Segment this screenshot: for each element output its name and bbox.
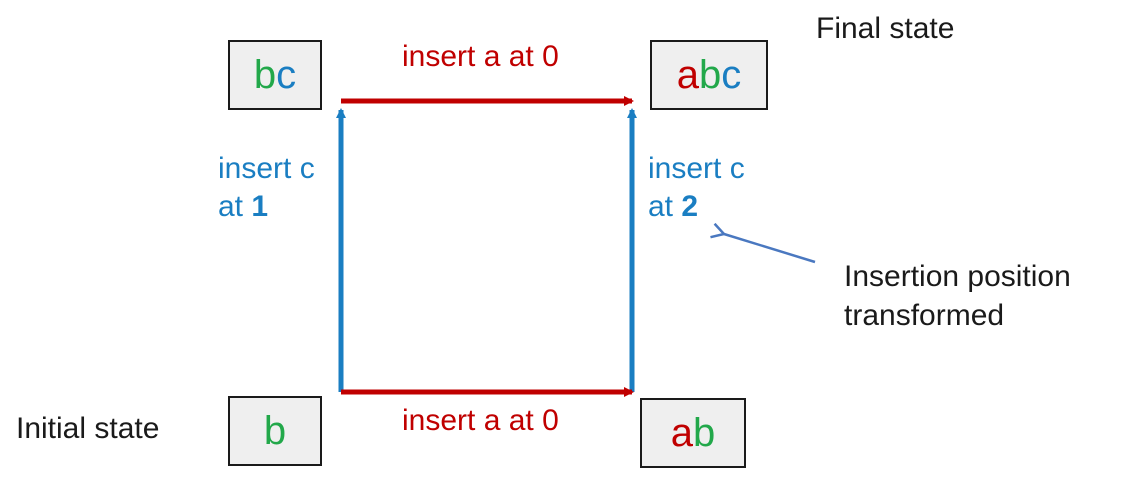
- annotation-line1: Insertion position: [844, 260, 1071, 293]
- left-operation-position: 1: [251, 189, 269, 223]
- right-operation-label: insert c at 2: [648, 150, 745, 225]
- right-operation-line1: insert c: [648, 152, 745, 185]
- char-b: b: [253, 53, 277, 97]
- right-operation-position: 2: [681, 189, 699, 223]
- state-box-bottom-left: b: [228, 396, 322, 466]
- char-c: c: [276, 53, 297, 97]
- char-b: b: [693, 411, 716, 455]
- bottom-operation-label: insert a at 0: [402, 404, 559, 437]
- top-operation-label: insert a at 0: [402, 40, 559, 73]
- final-state-label: Final state: [816, 12, 955, 45]
- char-a: a: [676, 53, 699, 97]
- right-operation-line2: at 2: [648, 188, 745, 226]
- char-a: a: [670, 411, 693, 455]
- annotation-pointer-arrow: [724, 234, 816, 264]
- left-operation-label: insert c at 1: [218, 150, 315, 225]
- left-operation-line2: at 1: [218, 188, 315, 226]
- left-operation-at: at: [218, 189, 244, 223]
- left-operation-line1: insert c: [218, 152, 315, 185]
- initial-state-label: Initial state: [16, 412, 160, 445]
- char-b: b: [699, 53, 722, 97]
- annotation-label: Insertion position transformed: [844, 257, 1071, 335]
- char-c: c: [721, 53, 742, 97]
- char-b: b: [263, 409, 287, 453]
- annotation-line2: transformed: [844, 299, 1005, 332]
- right-operation-at: at: [648, 189, 674, 223]
